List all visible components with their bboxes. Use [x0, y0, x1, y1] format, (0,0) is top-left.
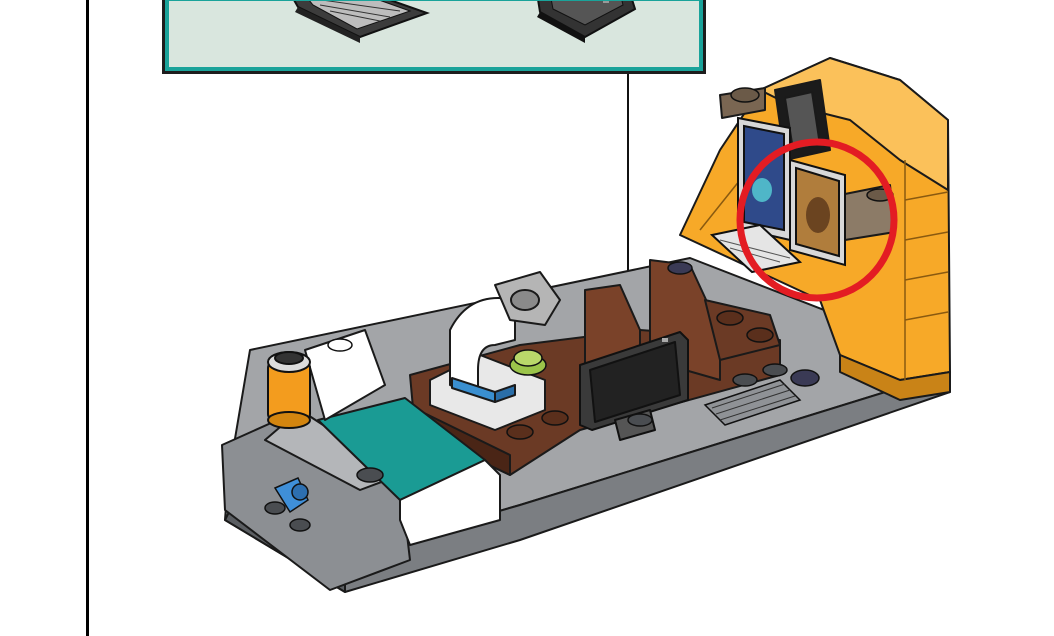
green-round-tile: [509, 349, 547, 376]
laptop-icon: [292, 0, 430, 43]
stud: [327, 338, 353, 352]
orange-cup: [267, 351, 311, 429]
blue-clip: [273, 477, 309, 514]
teal-bed: [304, 329, 501, 546]
highlight-circle-icon: [736, 138, 898, 302]
white-scanner: [429, 271, 561, 431]
stud: [506, 310, 774, 440]
laptop-icon: [537, 0, 637, 43]
page-margin-line: [86, 0, 89, 636]
callout-box: [162, 0, 706, 74]
deck-grille: [703, 379, 802, 426]
callout-parts: [292, 0, 637, 43]
stud: [264, 261, 820, 532]
